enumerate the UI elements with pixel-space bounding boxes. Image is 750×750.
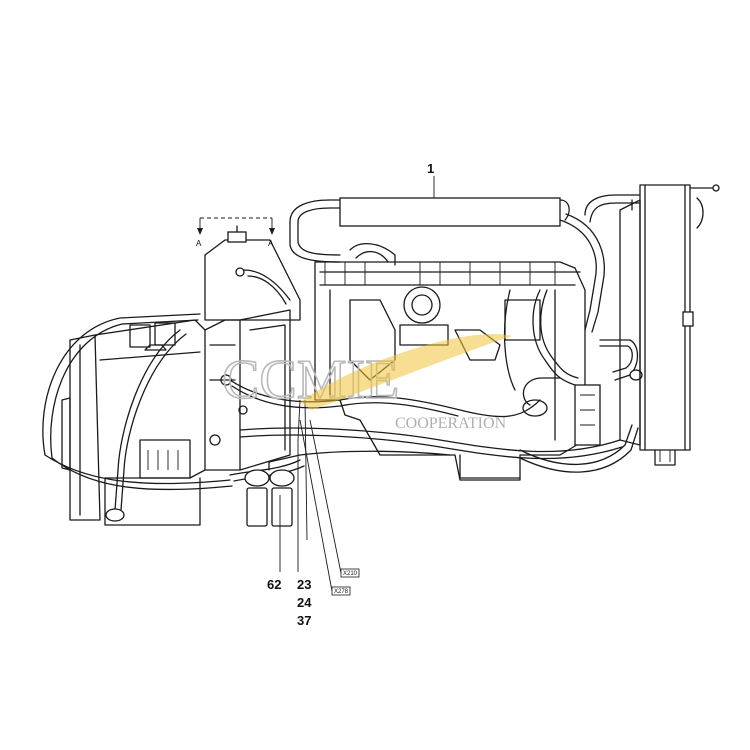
radiator (619, 184, 720, 466)
callout-62: 62 (267, 577, 281, 592)
callout-37: 37 (297, 613, 311, 628)
callout-24: 24 (297, 595, 312, 610)
lower-radiator-hose (519, 339, 643, 473)
fuel-filters (244, 454, 301, 527)
connector-tag-x278-label: X278 (334, 589, 349, 595)
engine-block (314, 261, 586, 481)
connector-tag-x210: X210 (340, 568, 360, 578)
expansion-tank (204, 225, 301, 321)
callout-1: 1 (427, 161, 434, 176)
callout-23: 23 (297, 577, 311, 592)
section-mark-right: A (268, 239, 274, 248)
transmission-hoses (42, 313, 233, 522)
watermark-subtitle: COOPERATION (395, 415, 507, 432)
connector-tag-x278: X278 (331, 586, 351, 596)
watermark-swoosh (300, 333, 512, 410)
engine-side-pipes (503, 289, 601, 446)
section-mark-left: A (196, 239, 202, 248)
watermark: CCMIE COOPERATION (221, 333, 512, 432)
upper-radiator-hose (584, 194, 641, 223)
connector-tag-x210-label: X210 (343, 571, 358, 577)
section-line-a-a (197, 217, 275, 235)
leader-lines (279, 176, 435, 592)
charge-air-pipe (289, 197, 605, 333)
